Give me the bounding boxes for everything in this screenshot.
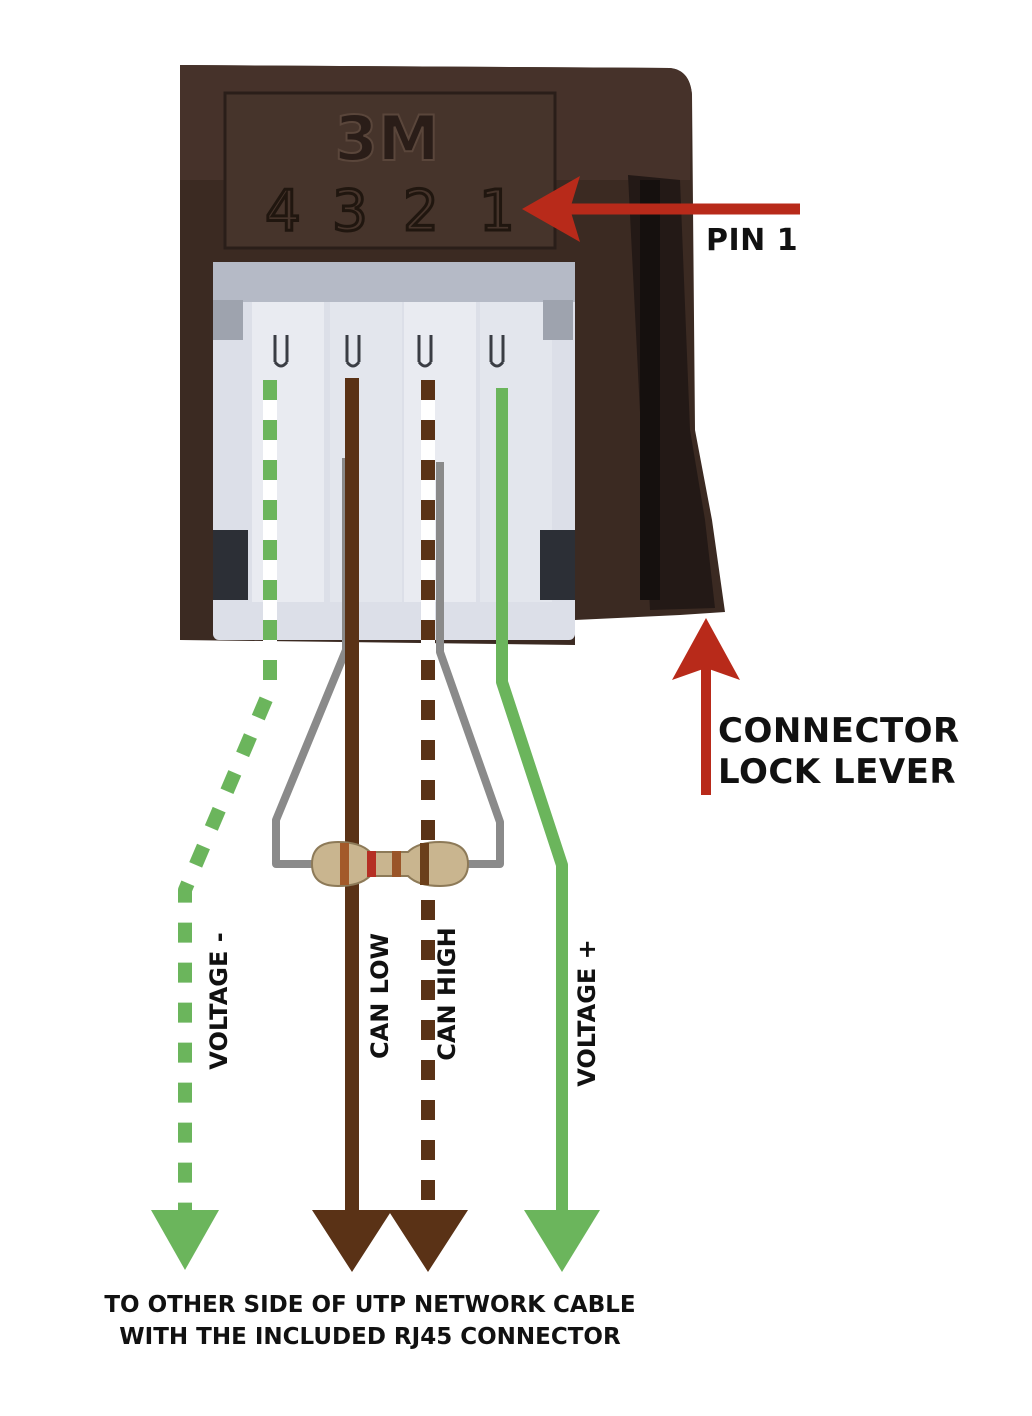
pin-number: 4 (265, 179, 301, 244)
termination-resistor (310, 840, 470, 888)
arrowhead (151, 1210, 219, 1270)
pin-number: 2 (403, 179, 439, 244)
footer-line1: TO OTHER SIDE OF UTP NETWORK CABLE (104, 1292, 636, 1318)
lock-lever-label-line1: CONNECTOR (718, 711, 960, 751)
pin1-arrow (522, 176, 800, 242)
wire-label-can-low: CAN LOW (366, 933, 394, 1059)
wire-voltage-plus (496, 388, 600, 1272)
wire-can-low (312, 378, 392, 1272)
wire-voltage-minus (151, 380, 277, 1270)
lock-lever-arrow (672, 618, 740, 795)
footer-caption: TO OTHER SIDE OF UTP NETWORK CABLE WITH … (0, 1290, 740, 1353)
arrowhead (524, 1210, 600, 1272)
footer-line2: WITH THE INCLUDED RJ45 CONNECTOR (119, 1323, 621, 1350)
lock-lever-label: CONNECTOR LOCK LEVER (718, 711, 960, 794)
connector-photo: 3M 4 3 2 1 (180, 65, 725, 645)
wire-label-can-high: CAN HIGH (433, 927, 461, 1061)
lock-lever-label-line2: LOCK LEVER (718, 752, 957, 793)
wire-label-voltage-plus: VOLTAGE + (573, 939, 601, 1087)
brand-logo: 3M (335, 102, 440, 175)
arrowhead (312, 1210, 392, 1272)
wire-can-high (388, 380, 468, 1272)
pin-number-1: 1 (479, 179, 515, 244)
arrowhead (388, 1210, 468, 1272)
pin1-label: PIN 1 (706, 223, 799, 258)
pin-number: 3 (332, 179, 368, 244)
wire-label-voltage-minus: VOLTAGE - (205, 932, 233, 1070)
pin-number-row: 4 3 2 1 (264, 178, 517, 246)
